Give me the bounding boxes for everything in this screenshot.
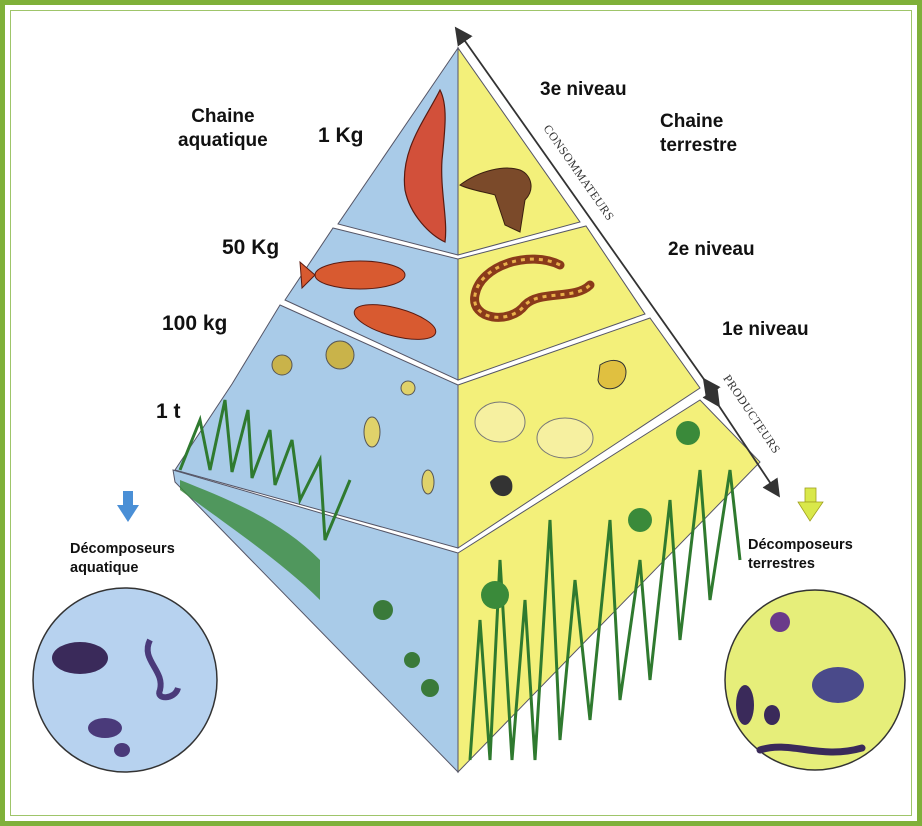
mass-top-label: 1 Kg (318, 124, 364, 148)
algae-icon (421, 679, 439, 697)
fish-icon (315, 261, 405, 289)
zooplankton-icon (364, 417, 380, 447)
zooplankton-icon (401, 381, 415, 395)
mass-third-label: 100 kg (162, 312, 227, 336)
zooplankton-icon (422, 470, 434, 494)
algae-icon (404, 652, 420, 668)
mouse-icon (537, 418, 593, 458)
mass-second-label: 50 Kg (222, 236, 279, 260)
mouse-icon (475, 402, 525, 442)
zooplankton-icon (272, 355, 292, 375)
dandelion-icon (481, 581, 509, 609)
terrestrial-down-arrow-icon (798, 488, 823, 521)
level-first-label: 1e niveau (722, 318, 809, 342)
level-second-label: 2e niveau (668, 238, 755, 262)
zooplankton-icon (326, 341, 354, 369)
mass-base-label: 1 t (156, 400, 181, 424)
aquatic-down-arrow-icon (117, 491, 139, 522)
terrestrial-chain-label: Chaine terrestre (660, 110, 737, 158)
algae-icon (373, 600, 393, 620)
dandelion-icon (676, 421, 700, 445)
terrestrial-decomposers-label: Décomposeurs terrestres (748, 536, 853, 574)
aquatic-decomposers-circle (33, 588, 217, 772)
terrestrial-decomposers-circle (725, 590, 905, 770)
aquatic-decomposers-label: Décomposeurs aquatique (70, 540, 175, 578)
aquatic-chain-label: Chaine aquatique (178, 105, 268, 153)
level-third-label: 3e niveau (540, 78, 627, 102)
